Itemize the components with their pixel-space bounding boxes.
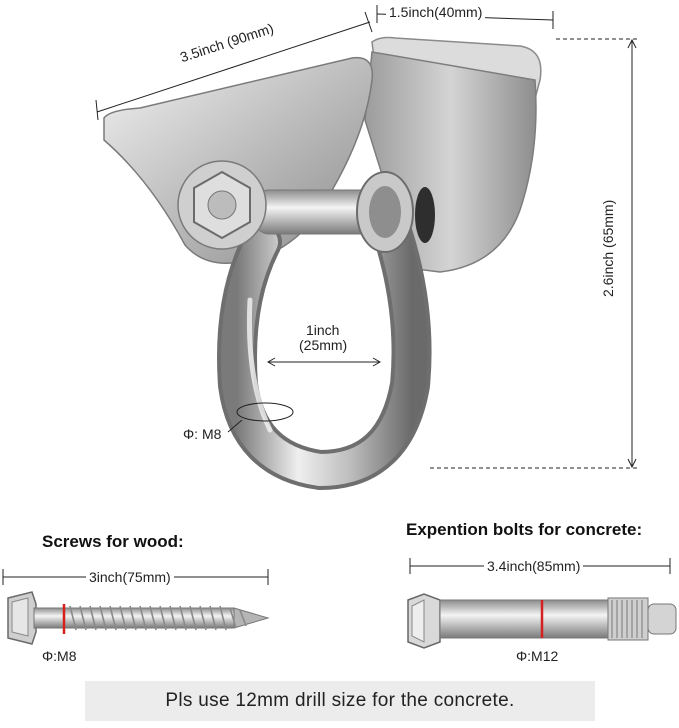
hex-nut: [177, 160, 267, 250]
screw-length-label: 3inch(75mm): [86, 569, 174, 585]
concrete-bolts-heading: Expention bolts for concrete:: [406, 520, 643, 539]
screw-diameter-label: Φ:M8: [42, 648, 77, 664]
drill-size-note: Pls use 12mm drill size for the concrete…: [85, 681, 595, 721]
dim-line-bracket-width: [95, 11, 373, 121]
wood-screw: [7, 591, 270, 645]
shackle-inner-label-1: 1inch: [306, 322, 340, 338]
dim-line-height: [430, 38, 640, 469]
shackle-diameter-label: Φ: M8: [183, 426, 222, 442]
bracket-depth-label: 1.5inch(40mm): [386, 4, 486, 20]
shackle-diameter-marker: [227, 402, 294, 433]
bolt-diameter-label: Φ:M12: [516, 648, 559, 664]
drill-size-note-text: Pls use 12mm drill size for the concrete…: [165, 690, 515, 711]
expansion-bolt: [407, 593, 677, 649]
dim-line-shackle-inner: [266, 357, 382, 367]
shackle-inner-label-2: (25mm): [299, 337, 348, 353]
wood-screws-heading: Screws for wood:: [42, 532, 184, 551]
height-label: 2.6inch (65mm): [600, 196, 616, 300]
bolt-length-label: 3.4inch(85mm): [484, 558, 584, 574]
shackle: [217, 192, 432, 491]
shackle-pin: [254, 171, 435, 253]
